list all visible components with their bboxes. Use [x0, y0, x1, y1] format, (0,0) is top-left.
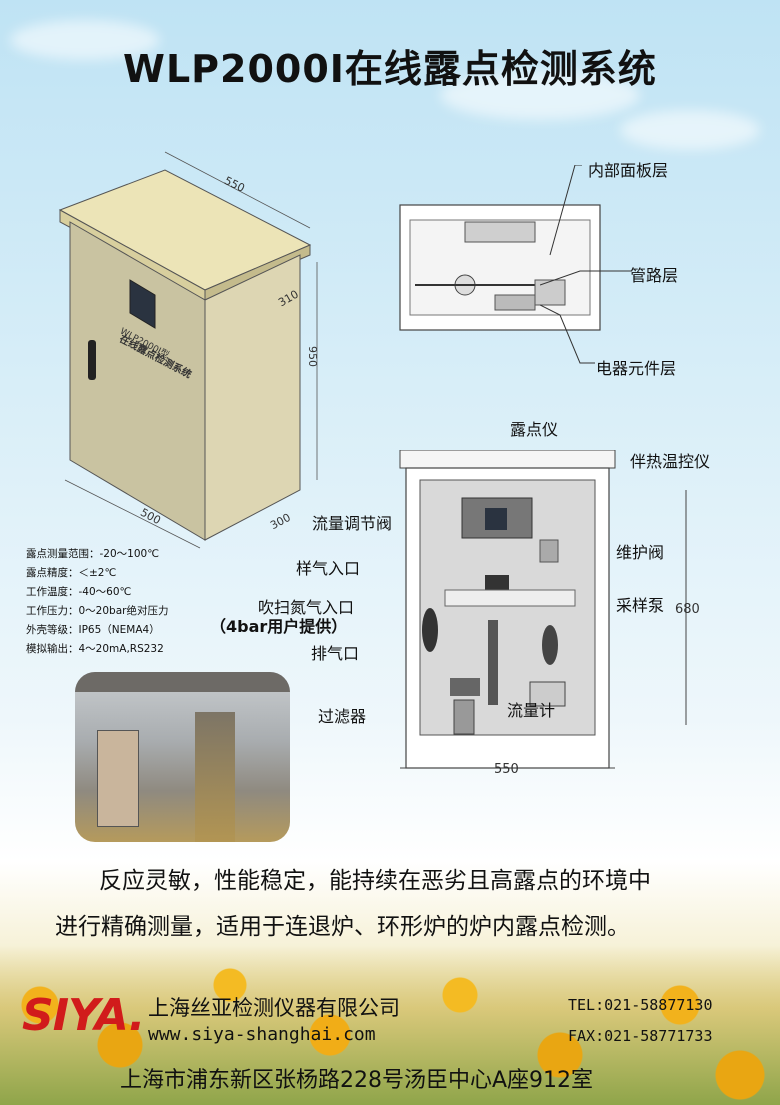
page-title: WLP2000I在线露点检测系统	[123, 47, 657, 91]
spec-item: 露点测量范围：-20～100℃	[26, 548, 159, 560]
description: 反应灵敏，性能稳定，能持续在恶劣且高露点的环境中 进行精确测量，适用于连退炉、环…	[55, 858, 755, 950]
company-address: 上海市浦东新区张杨路228号汤臣中心A座912室	[120, 1068, 594, 1093]
sunflower-background	[0, 945, 780, 1105]
front-view-drawing	[399, 450, 687, 769]
label-filter: 过滤器	[318, 707, 367, 726]
label-heat-trace: 伴热温控仪	[630, 452, 711, 471]
label-sample-inlet: 样气入口	[296, 559, 361, 578]
label-electrical-layer: 电器元件层	[596, 359, 677, 378]
cab3d-dim-height: 950	[306, 346, 319, 367]
company-tel: TEL:021-58877130	[568, 996, 713, 1014]
top-view-leaders	[540, 165, 632, 364]
spec-item: 工作压力：0～20bar绝对压力	[26, 605, 169, 617]
specs-list: 露点测量范围：-20～100℃ 露点精度：＜±2℃ 工作温度：-40～60℃ 工…	[26, 545, 168, 659]
label-pipe-layer: 管路层	[630, 266, 679, 285]
label-purge-note: （4bar用户提供）	[210, 617, 348, 636]
front-dim-width: 550	[494, 762, 519, 777]
label-inner-panel: 内部面板层	[588, 161, 669, 180]
company-logo: SIYA.	[22, 990, 145, 1041]
spec-item: 模拟输出：4～20mA,RS232	[26, 643, 164, 655]
company-fax: FAX:021-58771733	[568, 1027, 713, 1045]
spec-item: 工作温度：-40～60℃	[26, 586, 132, 598]
label-flow-valve: 流量调节阀	[312, 514, 393, 533]
cabinet-3d-drawing	[58, 151, 318, 549]
installation-photo	[75, 672, 290, 842]
company-name: 上海丝亚检测仪器有限公司	[148, 996, 400, 1020]
spec-item: 外壳等级：IP65（NEMA4）	[26, 624, 160, 636]
company-website: www.siya-shanghai.com	[148, 1024, 376, 1045]
label-exhaust: 排气口	[311, 644, 360, 663]
label-purge-inlet: 吹扫氮气入口	[258, 598, 355, 617]
front-dim-height: 680	[675, 602, 700, 617]
label-sample-pump: 采样泵	[616, 596, 665, 615]
top-view-drawing	[399, 204, 601, 331]
label-flowmeter: 流量计	[507, 701, 556, 720]
description-line-1: 反应灵敏，性能稳定，能持续在恶劣且高露点的环境中	[99, 868, 651, 894]
label-dewpoint-meter: 露点仪	[510, 420, 559, 439]
spec-item: 露点精度：＜±2℃	[26, 567, 117, 579]
description-line-2: 进行精确测量，适用于连退炉、环形炉的炉内露点检测。	[55, 914, 630, 940]
label-maint-valve: 维护阀	[616, 543, 665, 562]
